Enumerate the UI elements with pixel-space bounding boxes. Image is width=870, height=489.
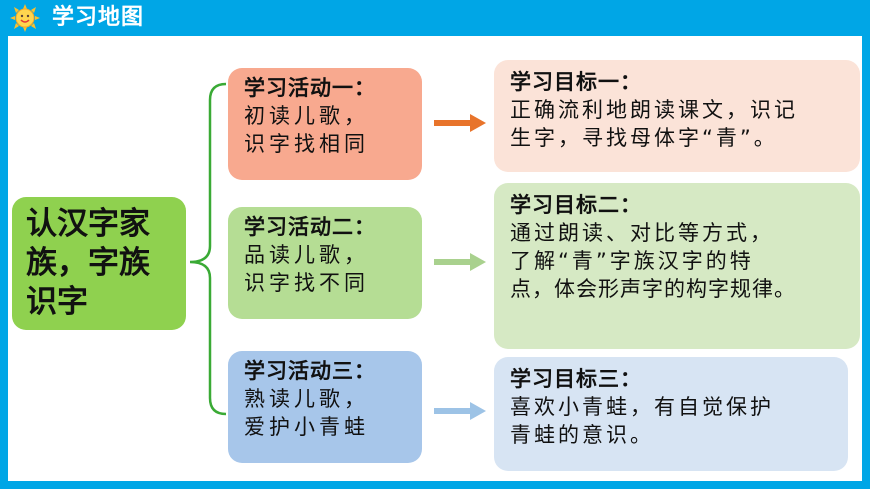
activity-line: 爱护小青蛙 bbox=[244, 415, 369, 439]
activity-2: 学习活动二： 品读儿歌， 识字找不同 bbox=[228, 207, 422, 319]
activity-line: 识字找不同 bbox=[244, 271, 369, 295]
goal-line: 喜欢小青蛙，有自觉保护 bbox=[510, 395, 774, 419]
arrow-3 bbox=[434, 402, 486, 420]
goal-line: 正确流利地朗读课文，识记 bbox=[510, 98, 798, 122]
center-line: 认汉字家 bbox=[26, 206, 150, 242]
center-line: 族，字族 bbox=[26, 245, 150, 281]
activity-line: 熟读儿歌， bbox=[244, 387, 369, 411]
arrow-2 bbox=[434, 253, 486, 271]
activity-title: 学习活动一： bbox=[244, 76, 376, 100]
arrow-1 bbox=[434, 114, 486, 132]
goal-line: 生字，寻找母体字“青”。 bbox=[510, 126, 778, 150]
goal-title: 学习目标三： bbox=[510, 367, 642, 391]
header-bar: 学习地图 bbox=[0, 0, 870, 36]
sun-icon bbox=[10, 4, 40, 32]
activity-3: 学习活动三： 熟读儿歌， 爱护小青蛙 bbox=[228, 351, 422, 463]
activity-1: 学习活动一： 初读儿歌， 识字找相同 bbox=[228, 68, 422, 180]
goal-line: 青蛙的意识。 bbox=[510, 423, 654, 447]
activity-line: 初读儿歌， bbox=[244, 104, 369, 128]
goal-2: 学习目标二： 通过朗读、对比等方式， 了解“青”字族汉字的特 点，体会形声字的构… bbox=[494, 183, 860, 349]
center-topic: 认汉字家 族，字族 识字 bbox=[12, 197, 186, 330]
center-line: 识字 bbox=[26, 284, 88, 320]
goal-1: 学习目标一： 正确流利地朗读课文，识记 生字，寻找母体字“青”。 bbox=[494, 60, 860, 172]
goal-line: 通过朗读、对比等方式， bbox=[510, 221, 774, 245]
goal-3: 学习目标三： 喜欢小青蛙，有自觉保护 青蛙的意识。 bbox=[494, 357, 848, 471]
goal-title: 学习目标二： bbox=[510, 193, 642, 217]
bracket-line bbox=[189, 82, 227, 416]
activity-title: 学习活动三： bbox=[244, 359, 376, 383]
activity-line: 品读儿歌， bbox=[244, 243, 369, 267]
page-title: 学习地图 bbox=[52, 5, 145, 30]
goal-line: 点，体会形声字的构字规律。 bbox=[510, 277, 796, 301]
goal-line: 了解“青”字族汉字的特 bbox=[510, 249, 754, 273]
goal-title: 学习目标一： bbox=[510, 70, 642, 94]
activity-title: 学习活动二： bbox=[244, 215, 376, 239]
activity-line: 识字找相同 bbox=[244, 132, 369, 156]
